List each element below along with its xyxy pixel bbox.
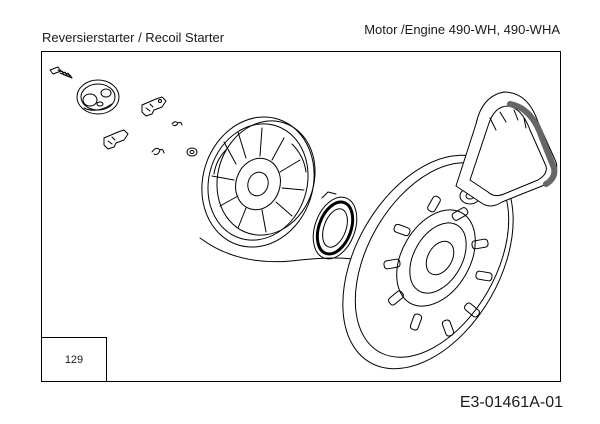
- diagram-title: Reversierstarter / Recoil Starter: [42, 30, 225, 45]
- part-pawl-lower: [103, 129, 129, 150]
- page-number-box: 129: [41, 337, 107, 382]
- part-nut: [186, 147, 198, 157]
- page-number: 129: [64, 353, 84, 366]
- part-rewind-spring: [312, 191, 358, 260]
- part-retainer-plate: [76, 79, 120, 115]
- part-pawl-upper: [141, 96, 167, 117]
- part-rope-pulley: [201, 116, 316, 248]
- drawing-code: E3-01461A-01: [459, 394, 563, 411]
- part-pawl-spring-lower: [151, 147, 165, 155]
- part-pawl-spring-upper: [171, 121, 183, 127]
- drawing-frame: [41, 51, 561, 382]
- engine-model-label: Motor /Engine 490-WH, 490-WHA: [364, 22, 560, 37]
- part-starter-handle: [455, 91, 558, 207]
